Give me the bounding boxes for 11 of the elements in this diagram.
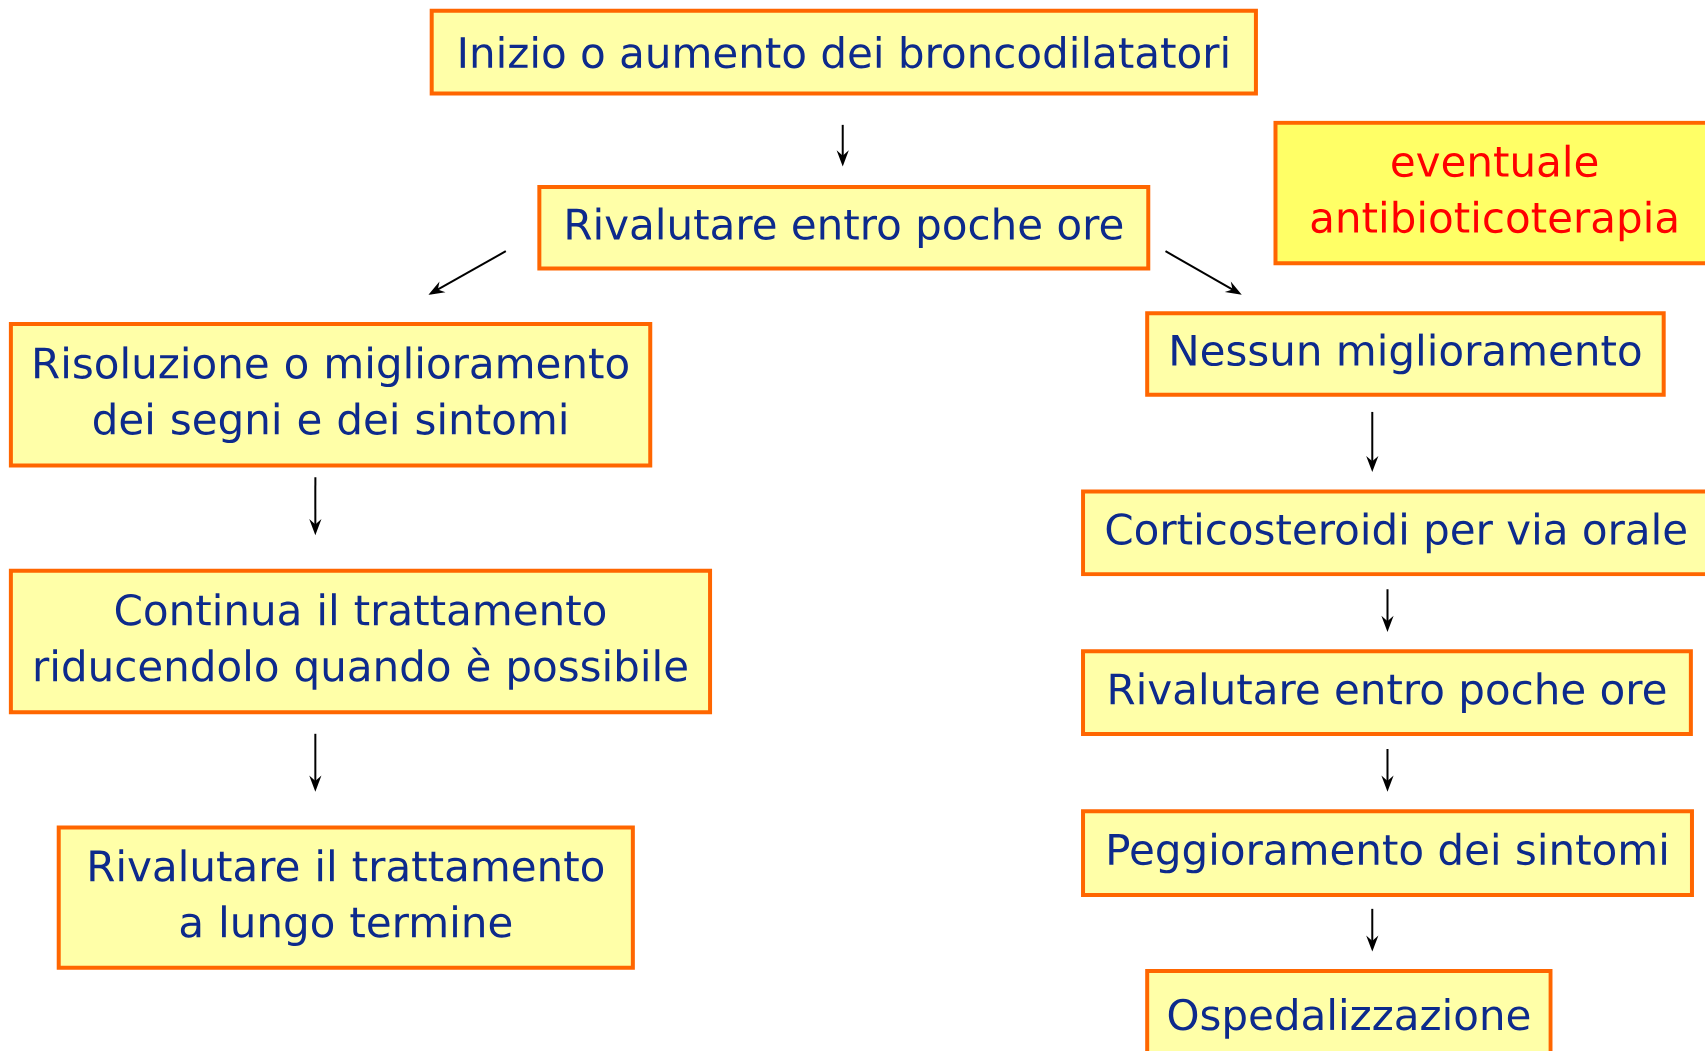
process-box: Rivalutare entro poche ore xyxy=(1081,649,1693,736)
note-box: eventuale antibioticoterapia xyxy=(1273,120,1705,266)
process-box: Continua il trattamento riducendolo quando è possibile xyxy=(8,568,713,715)
process-box: Rivalutare entro poche ore xyxy=(537,185,1151,271)
process-box: Rivalutare il trattamento a lungo termine xyxy=(56,825,635,970)
process-box: Ospedalizzazione xyxy=(1145,969,1553,1051)
process-box: Corticosteroidi per via orale xyxy=(1081,489,1705,577)
process-box: Inizio o aumento dei broncodilatatori xyxy=(429,8,1258,96)
process-box: Nessun miglioramento xyxy=(1145,311,1666,397)
process-box: Peggioramento dei sintomi xyxy=(1081,809,1694,897)
process-box: Risoluzione o miglioramento dei segni e dei sintomi xyxy=(8,322,653,468)
